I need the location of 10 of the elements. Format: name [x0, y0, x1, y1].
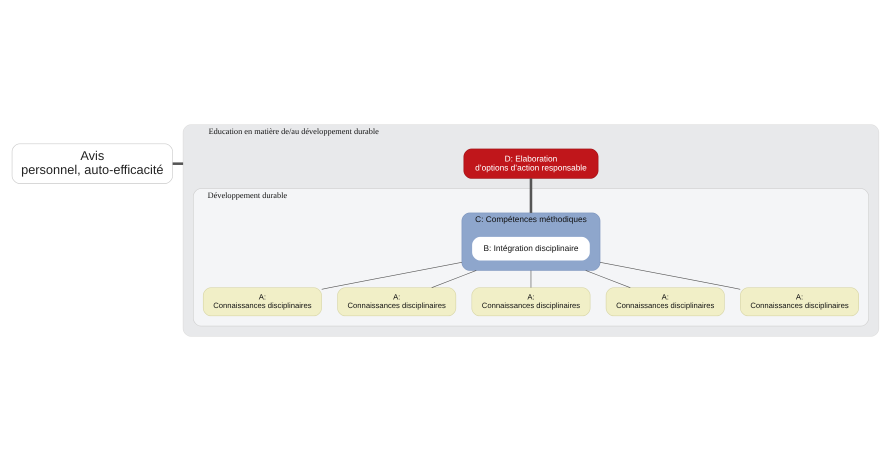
connector — [600, 262, 741, 290]
connector — [585, 270, 631, 288]
connector — [431, 270, 477, 288]
connector — [321, 262, 462, 290]
node-box: B: Intégration disciplinaire — [472, 236, 590, 261]
node-box: Avis personnel, auto-efficacité — [12, 144, 173, 184]
connector — [530, 178, 532, 213]
connector — [530, 270, 532, 288]
node-box: D: Elaboration d’options d’action responsable — [464, 148, 598, 179]
connector — [172, 162, 184, 165]
